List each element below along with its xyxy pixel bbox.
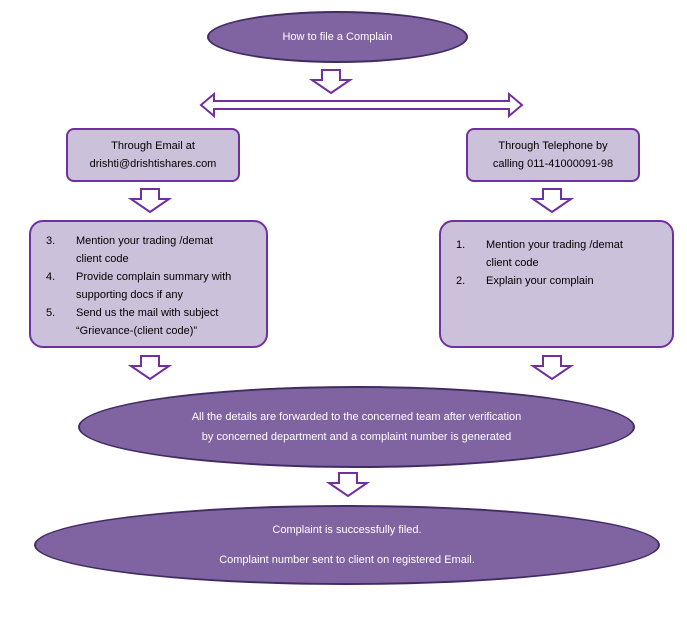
email-step: 4. Provide complain summary with support… xyxy=(46,268,231,304)
email-method-line1: Through Email at xyxy=(111,140,195,152)
down-arrow-email xyxy=(127,188,173,214)
complaint-filed-ellipse: Complaint is successfully filed. Complai… xyxy=(34,505,660,585)
telephone-step: 1. Mention your trading /demat client co… xyxy=(456,236,623,272)
email-address: drishti@drishtishares.com xyxy=(89,158,217,170)
title-ellipse: How to file a Complain xyxy=(207,11,468,63)
email-step-text-cont: supporting docs if any xyxy=(76,289,184,301)
telephone-steps-list: 1. Mention your trading /demat client co… xyxy=(456,236,623,290)
title-text: How to file a Complain xyxy=(282,31,393,43)
down-arrow-forward xyxy=(325,472,371,498)
email-step-text: Provide complain summary with xyxy=(76,271,232,283)
down-arrow-phone-steps xyxy=(529,355,575,381)
telephone-method-box: Through Telephone by calling 011-4100009… xyxy=(466,128,640,182)
telephone-number: calling 011-41000091-98 xyxy=(492,158,614,170)
email-step-text-cont: “Grievance-(client code)” xyxy=(76,325,198,337)
email-step: 3. Mention your trading /demat client co… xyxy=(46,232,231,268)
telephone-step: 2. Explain your complain xyxy=(456,272,623,290)
telephone-step-number: 2. xyxy=(456,275,466,287)
forwarding-line2: by concerned department and a complaint … xyxy=(201,431,512,443)
email-step-number: 4. xyxy=(46,271,56,283)
email-step-number: 3. xyxy=(46,235,56,247)
email-step-text: Send us the mail with subject xyxy=(76,307,219,319)
down-arrow-email-steps xyxy=(127,355,173,381)
telephone-method-line1: Through Telephone by xyxy=(498,140,608,152)
email-steps-list: 3. Mention your trading /demat client co… xyxy=(46,232,231,340)
telephone-step-text: Explain your complain xyxy=(486,275,594,287)
complaint-filed-line2: Complaint number sent to client on regis… xyxy=(219,553,475,566)
telephone-step-text-cont: client code xyxy=(486,257,539,269)
email-step-text-cont: client code xyxy=(76,253,129,265)
email-method-box: Through Email at drishti@drishtishares.c… xyxy=(66,128,240,182)
telephone-step-number: 1. xyxy=(456,239,466,251)
down-arrow-title xyxy=(308,69,354,95)
email-step: 5. Send us the mail with subject “Grieva… xyxy=(46,304,231,340)
email-step-number: 5. xyxy=(46,307,56,319)
email-step-text: Mention your trading /demat xyxy=(76,235,213,247)
telephone-step-text: Mention your trading /demat xyxy=(486,239,623,251)
down-arrow-phone xyxy=(529,188,575,214)
forwarding-ellipse: All the details are forwarded to the con… xyxy=(78,386,635,468)
forwarding-line1: All the details are forwarded to the con… xyxy=(191,411,522,423)
complaint-filed-line1: Complaint is successfully filed. xyxy=(272,523,422,536)
double-arrow-horizontal xyxy=(199,91,524,119)
telephone-steps-box: 1. Mention your trading /demat client co… xyxy=(439,220,674,348)
email-steps-box: 3. Mention your trading /demat client co… xyxy=(29,220,268,348)
